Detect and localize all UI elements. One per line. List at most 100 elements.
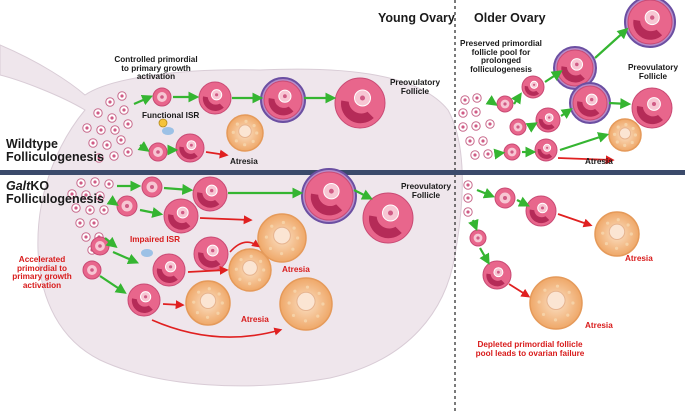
depleted-pool-label: Depleted primordial follicle pool leads … [455,340,605,358]
atresia-label-older-ko-1: Atresia [625,254,653,263]
granulosa-debris [252,124,256,128]
granulosa-debris [239,258,243,262]
oocyte-nucleus [510,150,514,154]
degenerating-oocyte [242,260,258,276]
primordial-nucleus [463,98,467,102]
controlled-line2: to primary growth [121,63,191,73]
granulosa-debris [606,221,610,225]
primordial-nucleus [474,110,478,114]
granulosa-debris [251,139,255,143]
granulosa-debris [262,268,266,272]
green-arrow [468,218,479,232]
oocyte-nucleus [541,206,544,210]
preserved-line4: folliculogenesis [470,64,532,74]
granulosa-debris [195,311,200,315]
preov-ko-line2: Follicle [411,190,441,200]
granulosa-debris [601,231,605,235]
ko-label: GaltKO Folliculogenesis [6,179,104,206]
antrum [198,252,221,268]
red-arrow [187,265,229,275]
granulosa-debris [305,285,310,289]
green-arrow [485,95,498,106]
granulosa-debris [571,301,575,305]
granulosa-debris [633,133,638,137]
granulosa-debris [205,315,210,319]
preserved-line2: follicle pool for [471,47,531,57]
primordial-nucleus [474,124,478,128]
atresia-label-older-wt: Atresia [585,157,613,166]
green-arrow [139,207,164,218]
controlled-line1: Controlled primordial [114,55,198,64]
atresia-label-ko-1: Atresia [282,265,310,274]
degenerating-oocyte [273,226,291,245]
accel-line2: primordial to [16,263,68,273]
primordial-nucleus [93,180,97,184]
primordial-nucleus [466,210,470,214]
primordial-nucleus [107,182,111,186]
oocyte-nucleus [388,210,393,216]
oocyte-nucleus [190,143,193,147]
ko-suffix: KO [30,179,50,193]
granulosa-debris [317,291,321,295]
preserved-pool-label: Preserved primordial follicle pool for p… [455,39,547,74]
green-arrow [112,250,140,264]
granulosa-debris [279,251,284,256]
green-arrow [560,108,573,119]
granulosa-debris [217,292,221,296]
granulosa-debris [264,235,269,239]
oocyte-nucleus [98,244,102,248]
oocyte-nucleus [503,102,507,106]
atresia-label-older-ko-2: Atresia [585,321,613,330]
primordial-nucleus [126,150,130,154]
primordial-nucleus [126,122,130,126]
oocyte-nucleus [546,146,549,149]
oocyte-nucleus [215,93,219,97]
granulosa-debris [287,301,291,305]
ko-gene-name: Galt [6,179,31,193]
oocyte-nucleus [329,188,334,194]
young-ovary-title: Young Ovary [378,11,455,25]
antrum [529,209,550,224]
primordial-nucleus [91,141,95,145]
wildtype-line2: Folliculogenesis [6,150,104,165]
antrum [636,106,663,125]
oocyte-nucleus [144,295,148,299]
accel-line1: Accelerated [18,255,66,264]
primordial-nucleus [461,125,465,129]
red-arrow [229,239,260,253]
granulosa-debris [626,223,630,227]
red-arrow [162,300,185,310]
primordial-nucleus [88,208,92,212]
oocyte-nucleus [150,185,154,189]
oocyte-nucleus [211,248,215,253]
isr-icon [158,118,168,128]
primordial-nucleus [78,221,82,225]
granulosa-debris [616,218,620,222]
red-arrow [151,319,283,338]
oocyte-nucleus [575,62,579,67]
red-arrow [557,213,593,228]
primordial-nucleus [461,111,465,115]
controlled-activation-label: Controlled primordial to primary growth … [96,55,216,82]
oocyte-nucleus [652,102,656,106]
granulosa-debris [566,313,570,317]
oocyte-nucleus [590,97,594,102]
wildtype-line1: Wildtype [6,137,58,151]
granulosa-debris [220,301,224,305]
degenerating-oocyte [546,290,566,310]
oocyte-nucleus [360,95,365,101]
granulosa-debris [631,126,635,131]
antrum [561,66,585,83]
granulosa-debris [238,277,242,281]
green-arrow [104,236,118,249]
granulosa-debris [192,300,196,304]
antrum [131,298,153,313]
degenerating-oocyte [618,127,632,140]
primordial-nucleus [475,96,479,100]
green-arrow [106,195,119,206]
granulosa-debris [629,232,633,236]
green-arrow [137,141,150,152]
green-arrow [476,188,496,199]
oocyte-nucleus [125,204,129,208]
granulosa-debris [296,236,300,240]
